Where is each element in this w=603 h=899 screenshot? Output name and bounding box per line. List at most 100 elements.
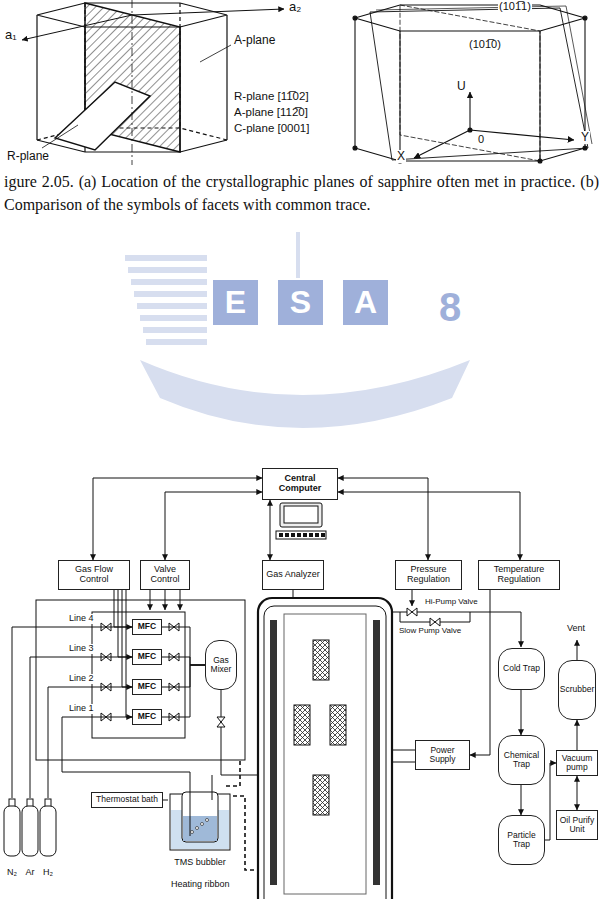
leader-line — [200, 45, 231, 62]
logo-block — [213, 280, 258, 325]
pipe-line — [162, 627, 205, 665]
trap-vessel: Particle Trap — [498, 815, 545, 865]
watermark-letter: S — [278, 280, 323, 325]
sensor-line — [293, 590, 294, 598]
pipe-line — [163, 800, 168, 801]
signal-arrow — [118, 590, 132, 657]
valve-label: Hi-Pump Valve — [424, 598, 479, 607]
gas-cylinder: H₂ — [39, 798, 57, 878]
controller-box: Temperature Regulation — [478, 560, 560, 590]
facet-plane — [370, 8, 588, 160]
axis-label: X — [396, 150, 406, 163]
gas-line-label: Line 2 — [68, 674, 95, 684]
keyboard-key — [309, 533, 313, 537]
signal-arrow — [122, 590, 132, 687]
gas-cylinder-drawing — [39, 798, 57, 858]
signal-arrow — [577, 720, 578, 750]
node-text: MFC — [138, 712, 156, 721]
node-text: Temperature Regulation — [481, 565, 557, 585]
plane-label: A-plane — [233, 34, 276, 47]
substrate-holder — [294, 705, 310, 745]
keyboard-key — [321, 533, 325, 537]
reactor-wall — [264, 606, 386, 899]
bubbler-bottle — [182, 792, 218, 842]
node-text: Power Supply — [418, 746, 467, 765]
axis-label: a₂ — [288, 0, 302, 14]
node-text: MFC — [138, 622, 156, 631]
axis-a2 — [132, 9, 284, 15]
node-text: Gas Mixer — [208, 656, 234, 675]
controller-box: Valve Control — [140, 560, 190, 590]
r-plane — [55, 82, 150, 150]
prism-hidden — [179, 3, 180, 128]
pipe-line — [12, 627, 132, 798]
logo-stripe — [131, 279, 207, 285]
logo-stripe — [128, 267, 207, 273]
signal-arrow — [470, 590, 490, 755]
outlet-tube — [212, 790, 213, 800]
gas-line-label: Line 4 — [68, 614, 95, 624]
precursor-liquid — [183, 816, 217, 841]
node-text: Cold Trap — [503, 664, 540, 673]
axis-label: U — [456, 80, 467, 93]
signal-arrow — [577, 776, 578, 810]
node-text: Chemical Trap — [501, 751, 542, 770]
computer-screen — [284, 506, 318, 523]
watermark-letter: E — [213, 280, 258, 325]
vent-arrow — [577, 640, 578, 660]
figure-caption: igure 2.05. (a) Location of the crystall… — [4, 170, 599, 216]
signal-arrow — [521, 690, 522, 735]
controller-box: Gas Flow Control — [58, 560, 130, 590]
valve-panel — [36, 600, 245, 760]
node-text: H₂ — [43, 868, 53, 878]
vertex-dot — [583, 146, 587, 150]
watermark-letter: A — [343, 280, 388, 325]
gas-cylinder: N₂ — [3, 798, 21, 878]
trap-vessel: Chemical Trap — [498, 735, 545, 785]
heating-ribbon — [226, 760, 240, 786]
axis-x — [414, 130, 470, 158]
node-text: Scrubber — [560, 685, 595, 694]
logo-mast — [296, 232, 300, 278]
vertex-dot — [538, 159, 542, 163]
node-text: Vacuum pump — [559, 754, 595, 773]
vertex-dot — [353, 16, 357, 20]
cylinder-body — [22, 806, 38, 856]
heater-element — [270, 620, 277, 885]
facet-plane — [376, 6, 592, 144]
heater-element — [373, 620, 380, 885]
mfc-panel — [92, 612, 185, 738]
node-text: Gas Flow Control — [61, 565, 127, 585]
control-arrow — [165, 590, 166, 610]
pipe-line — [48, 687, 132, 798]
substrate-holder — [313, 775, 329, 815]
pipe-line — [30, 657, 132, 798]
gas-cylinder-drawing — [21, 798, 39, 858]
control-arrow — [150, 590, 151, 610]
vertex-dot — [583, 16, 587, 20]
logo-stripe — [146, 339, 207, 345]
origin-label: 0 — [477, 133, 485, 145]
node-text: Thermostat bath — [96, 795, 158, 804]
gas-cylinder: Ar — [21, 798, 39, 878]
gas-line — [62, 717, 190, 792]
node-text: TMS bubbler — [174, 858, 226, 868]
logo-block — [343, 280, 388, 325]
power-supply-box: Power Supply — [415, 740, 470, 770]
facet-plane — [400, 5, 540, 161]
computer-keyboard — [276, 531, 326, 539]
substrate-holder — [330, 705, 346, 745]
prism-edge — [584, 18, 585, 148]
valve-symbol — [217, 717, 225, 727]
cylinder-body — [4, 806, 20, 856]
mass-flow-controller: MFC — [132, 679, 162, 695]
mass-flow-controller: MFC — [132, 619, 162, 635]
heater-label: Heating ribbon — [170, 880, 231, 890]
pump-box: Vacuum pump — [556, 750, 598, 776]
plane-index: R-plane [11̅02] — [233, 90, 310, 103]
valve-symbol — [430, 618, 440, 626]
bubbler-vessel: TMS bubbler — [168, 782, 232, 868]
analyzer-box: Gas Analyzer — [262, 560, 324, 590]
gas-mixer: Gas Mixer — [205, 640, 237, 690]
node-text: N₂ — [7, 868, 17, 878]
